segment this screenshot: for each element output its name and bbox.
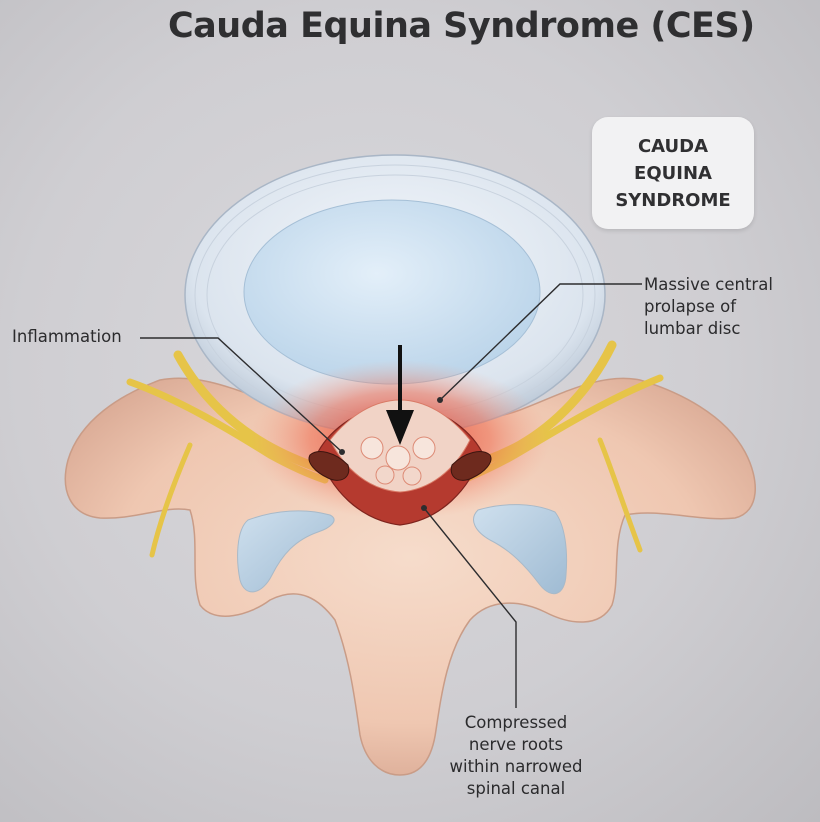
label-line: Compressed: [464, 713, 568, 732]
badge-line: CAUDA: [637, 135, 709, 157]
leader-lines: [140, 283, 642, 708]
label-line: prolapse of: [644, 297, 737, 316]
label-inflammation: Inflammation: [12, 327, 122, 346]
syndrome-badge: CAUDA EQUINA SYNDROME: [592, 117, 754, 229]
page-title: Cauda Equina Syndrome (CES): [168, 6, 755, 46]
label-line: lumbar disc: [644, 319, 741, 338]
label-compressed-nerves: Compressed nerve roots within narrowed s…: [446, 712, 586, 800]
leader-line-prolapse: [439, 283, 642, 401]
label-line: within narrowed: [449, 757, 583, 776]
leader-line-inflammation: [140, 337, 343, 453]
badge-line: EQUINA: [634, 162, 712, 184]
vertebra-bone: [64, 377, 756, 776]
leader-line-compressed: [423, 507, 517, 708]
label-line: spinal canal: [466, 779, 566, 798]
intervertebral-disc: [184, 154, 606, 436]
badge-line: SYNDROME: [615, 189, 731, 211]
label-prolapse: Massive central prolapse of lumbar disc: [644, 274, 773, 340]
label-line: Massive central: [644, 275, 773, 294]
arrow-down-icon: [386, 345, 414, 445]
label-line: nerve roots: [468, 735, 564, 754]
